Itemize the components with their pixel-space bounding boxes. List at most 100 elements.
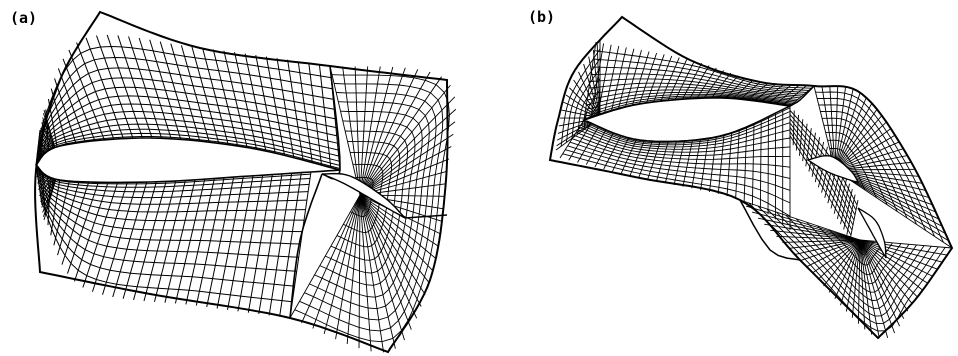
b-flap2-fan-ring <box>757 205 939 325</box>
lower-block-cross-line <box>82 182 119 288</box>
b-flap2-fan-spoke <box>745 205 861 241</box>
upper-block-cross-line <box>212 49 239 147</box>
upper-block-along-line <box>36 117 339 159</box>
b-flap1-fan-spoke <box>821 86 836 171</box>
upper-block-cross-line <box>255 55 276 154</box>
b-flap2-fan-spoke <box>859 239 933 277</box>
trailing-edge-fan-spoke <box>312 194 361 329</box>
b-wake-band-along-line <box>789 127 854 226</box>
upper-block-cross-line <box>308 62 323 166</box>
b-upper-block-along-line <box>586 91 795 106</box>
b-upper-block-along-line <box>587 89 797 102</box>
trailing-edge-fan-spoke <box>358 194 361 349</box>
b-flap2-fan-spoke <box>859 239 901 327</box>
upper-block-cross-line <box>68 49 105 141</box>
lower-block-along-line <box>40 196 295 287</box>
trailing-edge-fan-ring <box>299 83 444 332</box>
b-flap2-fan-spoke <box>758 217 861 241</box>
b-flap1-fan-spoke <box>834 92 861 171</box>
b-leading-edge-fan-ring <box>571 67 601 139</box>
b-block-boundary <box>739 199 801 261</box>
trailing-edge-fan-spoke <box>359 66 394 196</box>
b-flap2-fan-spoke <box>770 229 861 241</box>
b-flap2-fan-ring <box>828 229 884 266</box>
trailing-edge-fan-spoke <box>359 194 405 341</box>
b-flap1-fan-spoke <box>834 128 892 171</box>
lower-block-along-line <box>36 170 309 199</box>
b-leading-edge-fan-ring <box>560 48 601 147</box>
outer-boundary <box>34 10 449 354</box>
b-flap2-fan-spoke <box>859 239 938 270</box>
b-flap2-fan-ring <box>806 221 902 285</box>
lower-block-cross-line <box>247 174 273 313</box>
b-lower-block-along-line <box>580 122 791 148</box>
b-flap1-fan-spoke <box>834 169 953 249</box>
trailing-edge-fan-ring <box>304 92 437 321</box>
upper-block-along-line <box>36 110 338 157</box>
lower-block-along-line <box>36 168 310 193</box>
trailing-edge-fan-spoke <box>301 194 361 324</box>
b-flap1-fan-ring <box>823 124 898 212</box>
upper-block-cross-line <box>287 59 304 161</box>
b-flap2-fan-spoke <box>859 239 866 330</box>
b-lower-block-cross-line <box>743 126 748 202</box>
b-leading-edge-fan-ring <box>565 58 601 143</box>
lower-block-along-line <box>40 200 293 303</box>
lower-block-cross-line <box>122 181 157 299</box>
lower-block-cross-line <box>206 177 235 308</box>
trailing-edge-fan-spoke <box>289 194 361 319</box>
block-boundary <box>404 214 448 219</box>
trailing-edge-fan-spoke <box>323 194 361 335</box>
b-outer-boundary <box>548 15 954 340</box>
b-lower-block-along-line <box>569 141 791 179</box>
block-boundary <box>289 173 323 319</box>
upper-block-along-line <box>35 136 341 169</box>
b-flap2-fan-spoke <box>752 211 861 241</box>
b-lower-block-cross-line <box>751 123 755 206</box>
lower-block-cross-line <box>279 172 302 317</box>
lower-block-cross-line <box>153 180 186 302</box>
b-flap1-fan-spoke <box>834 115 883 171</box>
b-flap2-fan-spoke <box>859 239 905 319</box>
upper-block-cross-line <box>318 64 332 168</box>
upper-block-along-line <box>37 77 335 145</box>
lower-block-along-line <box>38 181 303 233</box>
lower-block-cross-line <box>174 179 206 304</box>
upper-block-cross-line <box>85 37 124 139</box>
b-upper-block-along-line <box>587 86 798 100</box>
upper-block-cross-line <box>138 37 172 139</box>
b-flap1-fan-ring <box>817 97 936 237</box>
upper-block-cross-line <box>62 58 96 141</box>
lower-block-along-line <box>37 175 306 213</box>
lower-block-cross-line <box>73 182 109 282</box>
b-flap2-fan-spoke <box>840 239 861 306</box>
b-flap1-fan-ring <box>815 91 944 243</box>
b-leading-edge-fan-ring <box>583 89 601 130</box>
lower-block-cross-line <box>164 179 196 303</box>
b-flap2-fan-ring <box>842 233 874 255</box>
b-flap2-fan-spoke <box>823 239 861 287</box>
b-flap1-fan-spoke <box>834 97 867 171</box>
b-lower-block-cross-line <box>726 132 733 197</box>
b-lower-block-along-line <box>567 145 791 191</box>
upper-block-cross-line <box>106 34 143 139</box>
panel-label-b: (b) <box>528 8 556 26</box>
b-lower-block-along-line <box>565 149 791 204</box>
trailing-edge-fan-ring <box>314 110 423 298</box>
b-wake-band-along-line <box>789 131 853 231</box>
panel-label-a: (a) <box>10 9 38 27</box>
trailing-edge-fan-ring <box>330 140 401 261</box>
upper-block-along-line <box>35 128 340 163</box>
b-upper-block-along-line <box>592 66 807 93</box>
b-middle-flap <box>806 155 860 183</box>
trailing-edge-fan-spoke <box>359 194 396 349</box>
trailing-edge-fan-spoke <box>359 76 442 196</box>
b-flap2-fan-spoke <box>811 239 861 274</box>
b-upper-block-cross-line <box>604 45 620 114</box>
b-flap1-fan-ring <box>818 104 927 231</box>
upper-block-along-line <box>38 67 334 142</box>
b-flap2-fan-spoke <box>817 239 861 280</box>
b-flap2-fan-spoke <box>859 239 880 339</box>
lower-block-cross-line <box>289 171 312 319</box>
b-flap2-fan-spoke <box>851 239 861 318</box>
